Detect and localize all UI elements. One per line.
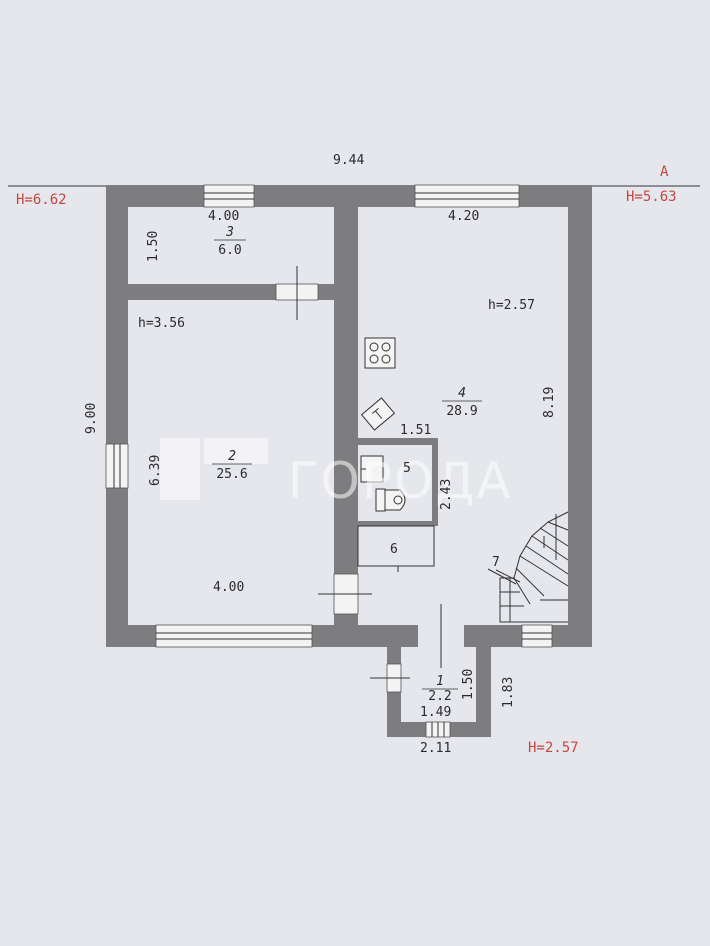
room-area: 25.6 [216, 467, 247, 482]
outer-wall-right [568, 185, 592, 647]
dim-porch-width-inner: 1.49 [420, 705, 451, 720]
door-stair [521, 624, 553, 648]
dim-overall-depth: 9.00 [84, 403, 99, 434]
room-number: 4 [458, 386, 466, 401]
dim-room3-depth: 1.50 [146, 231, 161, 262]
watermark-text: ГОРОДА [288, 452, 513, 510]
height-right: H=5.63 [626, 189, 677, 205]
window-room2-bottom [155, 624, 313, 648]
toilet-icon [375, 488, 406, 512]
bath-wall-right [432, 438, 438, 524]
height-bottom: H=2.57 [528, 740, 579, 756]
room6-outline [357, 525, 435, 567]
window-room2-left [105, 443, 129, 489]
porch-wall-right [476, 647, 491, 737]
stove-icon [364, 337, 396, 369]
room4-height: h=2.57 [488, 298, 535, 313]
dim-porch-depth-outer: 1.83 [501, 677, 516, 708]
sink-icon [360, 455, 384, 483]
room-area: 2.2 [428, 689, 451, 704]
room-area: 28.9 [446, 404, 477, 419]
room-5-label: 5 [403, 461, 411, 476]
room-number: 1 [436, 674, 444, 689]
middle-wall [334, 185, 358, 647]
dim-porch-width-outer: 2.11 [420, 741, 451, 756]
outer-wall-left [106, 185, 128, 647]
dim-right-depth: 8.19 [542, 387, 557, 418]
room-number: 2 [228, 449, 236, 464]
room-6-label: 6 [390, 542, 398, 557]
fixtures [357, 337, 569, 623]
dim-room2-depth: 6.39 [148, 455, 163, 486]
staircase-icon [495, 511, 569, 623]
room-4-label: 4 28.9 [442, 386, 482, 419]
boiler-icon [360, 397, 396, 431]
window-room3 [203, 184, 255, 208]
watermark-logo [160, 438, 200, 500]
bath-wall-bottom [358, 521, 438, 526]
room-3-label: 3 6.0 [214, 225, 246, 258]
room-number: 3 [225, 225, 234, 240]
room2-height: h=3.56 [138, 316, 185, 331]
dim-room5-width: 1.51 [400, 423, 431, 438]
window-room4 [414, 184, 520, 208]
room-area: 6.0 [218, 243, 241, 258]
height-left: H=6.62 [16, 192, 67, 208]
dim-overall-width: 9.44 [333, 153, 364, 168]
dim-porch-depth-inner: 1.50 [461, 669, 476, 700]
room-1-label: 1 2.2 [422, 674, 458, 704]
openings [105, 184, 553, 738]
room-7-label: 7 [492, 555, 500, 570]
dim-room5-depth: 2.43 [439, 479, 454, 510]
dim-room4-width: 4.20 [448, 209, 479, 224]
room3-wall [106, 284, 358, 300]
dim-room2-width: 4.00 [213, 580, 244, 595]
watermark: ГОРОДА [160, 438, 513, 510]
bath-wall-top [358, 438, 438, 445]
section-mark: A [660, 164, 669, 180]
room-2-label: 2 25.6 [212, 449, 252, 482]
dim-room3-width: 4.00 [208, 209, 239, 224]
